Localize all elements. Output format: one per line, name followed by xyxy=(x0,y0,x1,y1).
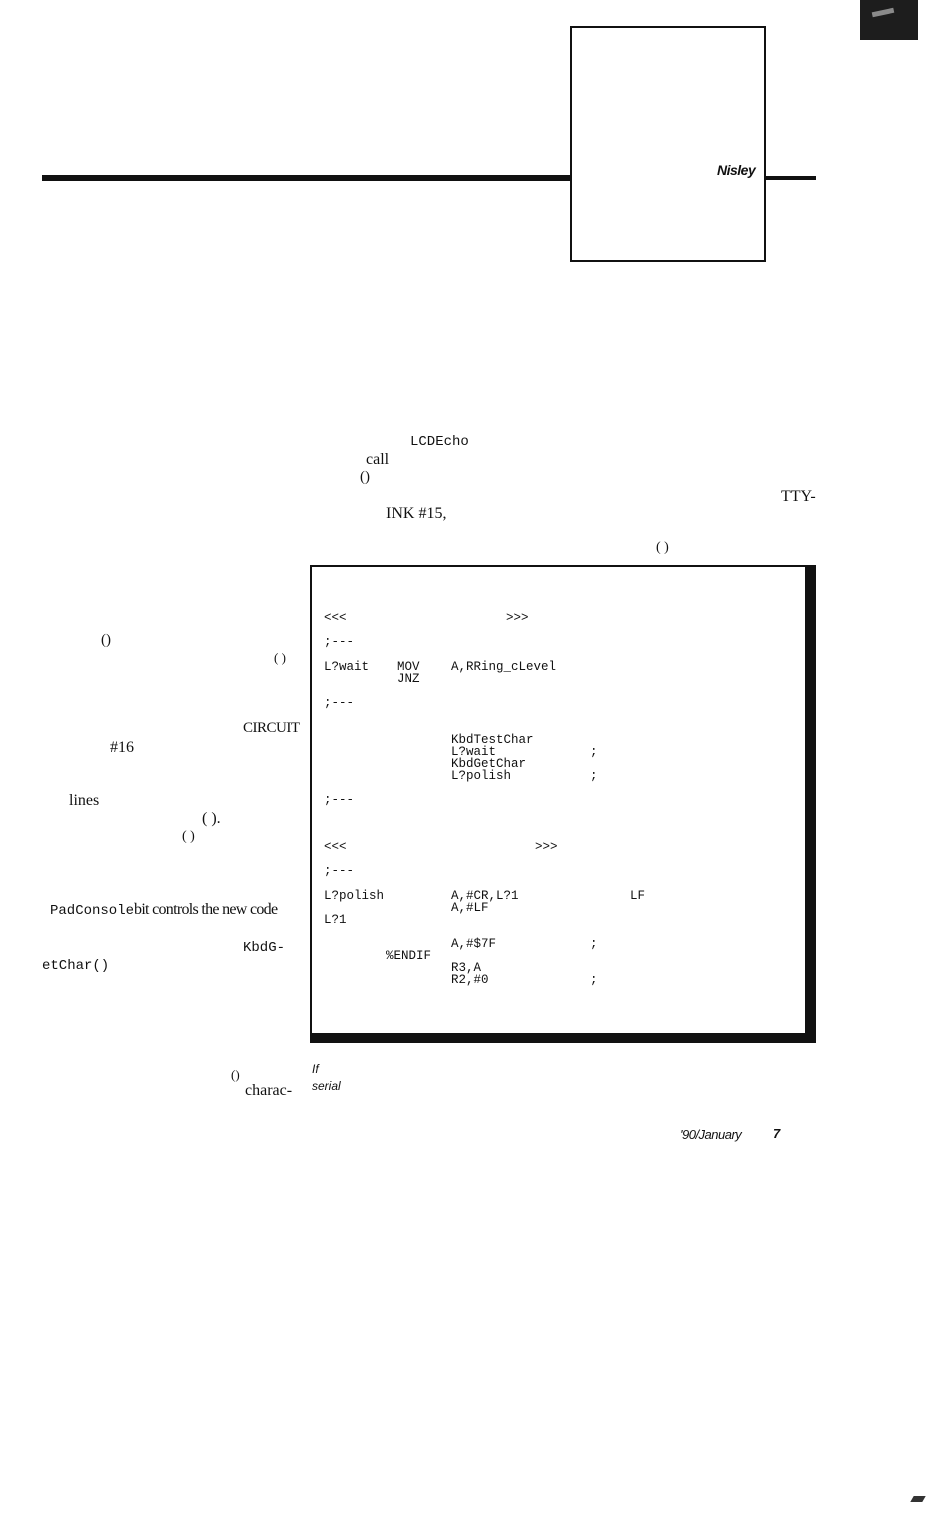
text-tty: TTY- xyxy=(781,488,816,505)
listing-line-16a: A,#$7F xyxy=(451,937,497,951)
caption-serial: serial xyxy=(312,1079,341,1093)
listing-line-13b: A,#CR,L?1 xyxy=(451,889,519,903)
listing-line-9a: L?polish xyxy=(451,769,512,783)
left-frag-1: () xyxy=(101,632,111,648)
listing-line-13a: L?polish xyxy=(324,889,385,903)
left-frag-padconsole: PadConsole xyxy=(50,903,135,919)
corner-mark-image xyxy=(860,0,918,40)
text-call: call xyxy=(366,451,390,468)
listing-line-15: L?1 xyxy=(324,913,347,927)
listing-line-16b: ; xyxy=(590,937,598,951)
listing-line-14: A,#LF xyxy=(451,901,489,915)
left-frag-11: () xyxy=(231,1067,240,1082)
listing-line-3a: L?wait xyxy=(324,660,370,674)
text-lcdecho: LCDEcho xyxy=(410,434,469,450)
header-rule-left xyxy=(42,175,570,181)
caption-if: If xyxy=(312,1062,319,1076)
code-listing xyxy=(310,565,807,1035)
listing-line-9b: ; xyxy=(590,769,598,783)
left-frag-charac: charac- xyxy=(245,1082,293,1099)
listing-line-12: ;--- xyxy=(324,864,355,878)
title-box xyxy=(570,26,766,262)
left-frag-2: ( ) xyxy=(274,650,286,665)
listing-line-10: ;--- xyxy=(324,793,355,807)
left-frag-16: #16 xyxy=(110,739,134,756)
listing-line-3b: MOV xyxy=(397,660,420,674)
left-frag-7: ( ) xyxy=(182,829,195,844)
listing-line-5: ;--- xyxy=(324,696,355,710)
scan-mark-image xyxy=(910,1496,926,1502)
listing-shadow-right xyxy=(805,565,816,1043)
text-ink: INK #15, xyxy=(386,505,447,522)
author-name: Nisley xyxy=(717,162,756,178)
header-rule-right xyxy=(764,176,816,180)
listing-line-7b: ; xyxy=(590,745,598,759)
left-frag-lines: lines xyxy=(69,792,100,809)
listing-line-11b: >>> xyxy=(535,840,558,854)
listing-line-17: %ENDIF xyxy=(386,949,432,963)
listing-line-8: KbdGetChar xyxy=(451,757,527,771)
left-frag-kbdg: KbdG- xyxy=(243,940,286,956)
listing-line-6: KbdTestChar xyxy=(451,733,534,747)
text-paren2: ( ) xyxy=(656,540,669,555)
listing-line-18: R3,A xyxy=(451,961,482,975)
left-frag-padconsole-rest: bit controls the new code xyxy=(134,901,278,918)
left-frag-etchar: etChar() xyxy=(42,958,110,974)
listing-line-1b: >>> xyxy=(506,611,529,625)
footer-issue: '90/January xyxy=(680,1127,742,1142)
listing-line-13c: LF xyxy=(630,889,646,903)
listing-line-11a: <<< xyxy=(324,840,347,854)
listing-line-2: ;--- xyxy=(324,635,355,649)
listing-line-19a: R2,#0 xyxy=(451,973,489,987)
left-frag-circuit: CIRCUIT xyxy=(243,720,300,736)
page-number: 7 xyxy=(773,1126,781,1141)
left-frag-6: ( ). xyxy=(202,810,221,827)
listing-line-19b: ; xyxy=(590,973,598,987)
listing-line-7a: L?wait xyxy=(451,745,497,759)
left-frag-padconsole-line: PadConsolebit controls the new code xyxy=(42,883,278,919)
listing-line-3c: A,RRing_cLevel xyxy=(451,660,557,674)
text-paren: () xyxy=(360,469,370,485)
listing-line-4: JNZ xyxy=(397,672,420,686)
listing-shadow-bottom xyxy=(310,1033,816,1043)
listing-line-1a: <<< xyxy=(324,611,347,625)
